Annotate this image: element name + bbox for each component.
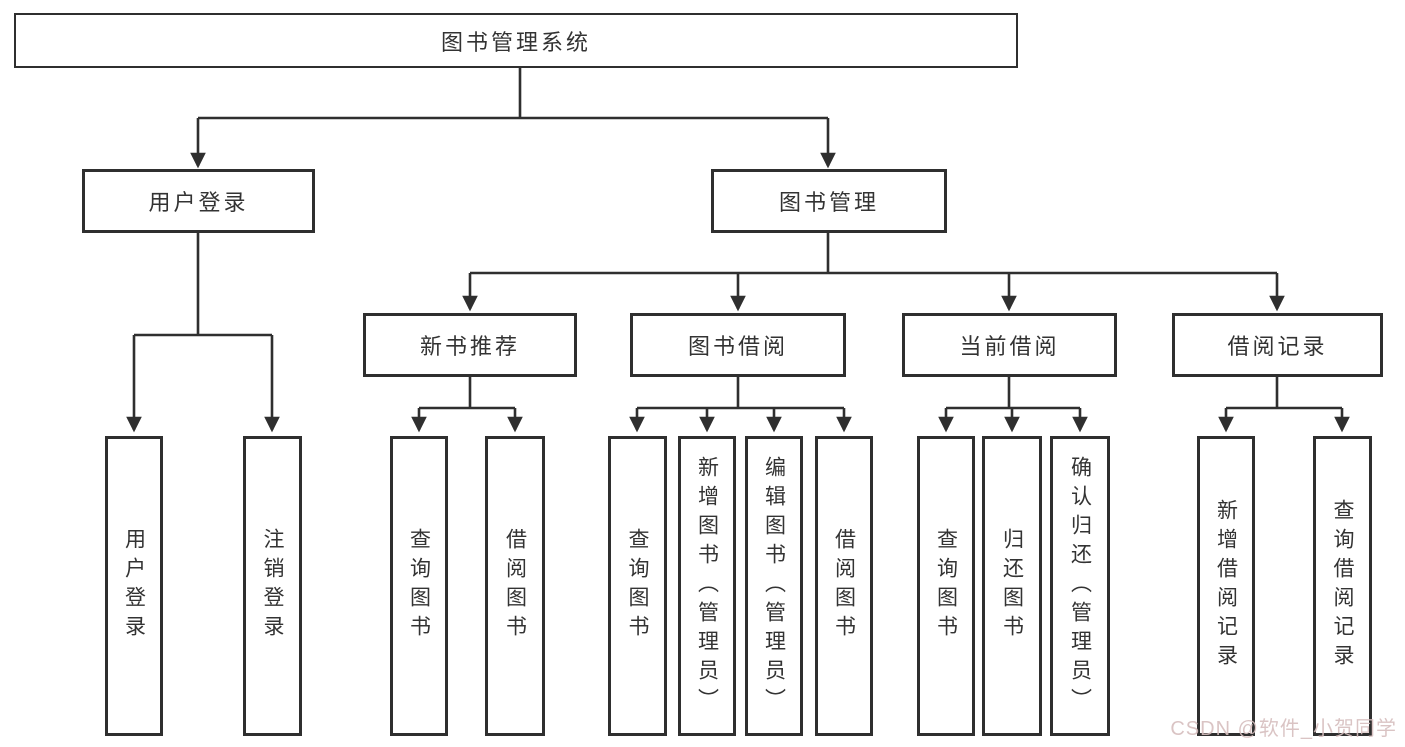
- leaf-label: 归还图书: [1000, 528, 1024, 644]
- edge-currentborrow-trunk: [946, 377, 1080, 410]
- leaf-newbook-borrow: 借阅图书: [485, 436, 545, 736]
- leaf-label: 查询图书: [934, 528, 958, 644]
- leaf-record-add: 新增借阅记录: [1197, 436, 1255, 736]
- node-book-management: 图书管理: [711, 169, 947, 233]
- node-book-borrow: 图书借阅: [630, 313, 846, 377]
- leaf-borrow-borrow: 借阅图书: [815, 436, 873, 736]
- leaf-label: 查询图书: [407, 528, 431, 644]
- node-library-management-system: 图书管理系统: [14, 13, 1018, 68]
- leaf-logout: 注销登录: [243, 436, 302, 736]
- node-label: 图书管理: [778, 190, 879, 215]
- leaf-borrow-query: 查询图书: [608, 436, 667, 736]
- leaf-current-return: 归还图书: [982, 436, 1042, 736]
- leaf-current-confirm-admin: 确认归还（管理员）: [1050, 436, 1110, 736]
- edge-root-trunk: [198, 68, 828, 120]
- node-label: 用户登录: [148, 190, 249, 215]
- node-user-login: 用户登录: [82, 169, 315, 233]
- node-borrow-record: 借阅记录: [1172, 313, 1383, 377]
- leaf-label: 新增图书（管理员）: [695, 455, 719, 717]
- leaf-newbook-query: 查询图书: [390, 436, 448, 736]
- edge-bookborrow-trunk: [637, 377, 844, 410]
- leaf-user-login: 用户登录: [105, 436, 163, 736]
- leaf-borrow-edit-admin: 编辑图书（管理员）: [745, 436, 803, 736]
- node-new-book-recommend: 新书推荐: [363, 313, 577, 377]
- node-label: 新书推荐: [419, 334, 520, 359]
- leaf-label: 查询图书: [626, 528, 649, 644]
- node-label: 图书借阅: [687, 334, 788, 359]
- leaf-label: 新增借阅记录: [1214, 499, 1238, 673]
- node-label: 当前借阅: [959, 334, 1060, 359]
- leaf-label: 编辑图书（管理员）: [762, 455, 786, 717]
- leaf-label: 确认归还（管理员）: [1068, 455, 1092, 717]
- edge-newbook-trunk: [419, 377, 515, 410]
- node-label: 图书管理系统: [440, 29, 591, 55]
- edge-borrowrecord-trunk: [1226, 377, 1342, 410]
- csdn-watermark: CSDN @软件_小贺同学: [1170, 718, 1397, 740]
- edge-management-trunk: [470, 233, 1277, 275]
- node-label: 借阅记录: [1227, 334, 1328, 359]
- leaf-current-query: 查询图书: [917, 436, 975, 736]
- leaf-label: 注销登录: [261, 528, 284, 644]
- edge-login-trunk: [134, 233, 272, 337]
- leaf-label: 查询借阅记录: [1331, 499, 1354, 673]
- leaf-label: 用户登录: [122, 528, 146, 644]
- node-current-borrow: 当前借阅: [902, 313, 1117, 377]
- leaf-label: 借阅图书: [832, 528, 856, 644]
- leaf-label: 借阅图书: [503, 528, 527, 644]
- leaf-borrow-add-admin: 新增图书（管理员）: [678, 436, 736, 736]
- leaf-record-query: 查询借阅记录: [1313, 436, 1372, 736]
